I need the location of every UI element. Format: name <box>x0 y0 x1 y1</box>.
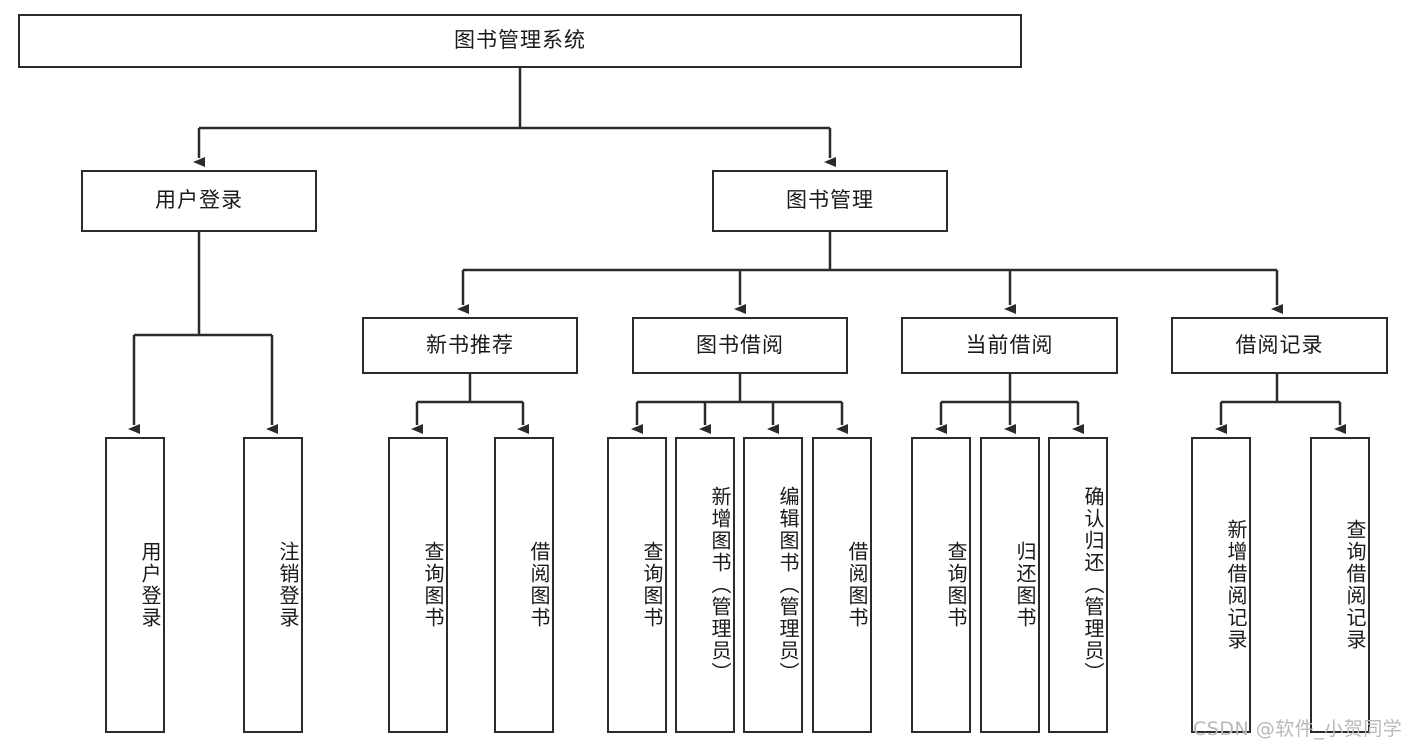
leaf-user-login[interactable]: 用户登录 <box>105 437 165 733</box>
node-label: 借阅图书 <box>845 541 869 629</box>
leaf-edit-book[interactable]: 编辑图书（管理员） <box>743 437 803 733</box>
leaf-add-borrow-record[interactable]: 新增借阅记录 <box>1191 437 1251 733</box>
node-label: 新增借阅记录 <box>1224 519 1248 651</box>
node-current-borrow[interactable]: 当前借阅 <box>901 317 1118 374</box>
node-label: 图书管理 <box>786 188 874 213</box>
leaf-logout[interactable]: 注销登录 <box>243 437 303 733</box>
node-label: 新书推荐 <box>426 332 514 357</box>
node-book-management-system[interactable]: 图书管理系统 <box>18 14 1022 68</box>
node-label: 查询图书 <box>944 541 968 629</box>
leaf-borrow-book-2[interactable]: 借阅图书 <box>812 437 872 733</box>
leaf-confirm-return[interactable]: 确认归还（管理员） <box>1048 437 1108 733</box>
node-label: 注销登录 <box>276 541 300 629</box>
node-label: 借阅记录 <box>1235 332 1324 357</box>
leaf-query-book-1[interactable]: 查询图书 <box>388 437 448 733</box>
leaf-query-book-3[interactable]: 查询图书 <box>911 437 971 733</box>
node-label: 当前借阅 <box>965 332 1054 357</box>
node-label: 用户登录 <box>155 188 243 213</box>
leaf-borrow-book-1[interactable]: 借阅图书 <box>494 437 554 733</box>
leaf-query-book-2[interactable]: 查询图书 <box>607 437 667 733</box>
node-label: 查询图书 <box>421 541 445 629</box>
node-label: 图书管理系统 <box>454 28 586 53</box>
node-book-management[interactable]: 图书管理 <box>712 170 948 232</box>
node-label: 图书借阅 <box>696 332 784 357</box>
node-book-borrow[interactable]: 图书借阅 <box>632 317 848 374</box>
node-label: 借阅图书 <box>527 541 551 629</box>
node-label: 查询图书 <box>640 541 664 629</box>
leaf-add-book[interactable]: 新增图书（管理员） <box>675 437 735 733</box>
node-borrow-record[interactable]: 借阅记录 <box>1171 317 1388 374</box>
node-label: 编辑图书（管理员） <box>776 486 800 684</box>
node-label: 新增图书（管理员） <box>708 486 732 684</box>
node-label: 查询借阅记录 <box>1343 519 1367 651</box>
leaf-query-borrow-record[interactable]: 查询借阅记录 <box>1310 437 1370 733</box>
node-label: 用户登录 <box>138 541 162 629</box>
node-label: 归还图书 <box>1013 541 1037 629</box>
node-label: 确认归还（管理员） <box>1081 486 1105 684</box>
csdn-watermark: CSDN @软件_小贺同学 <box>1193 718 1403 740</box>
node-new-book-recommend[interactable]: 新书推荐 <box>362 317 578 374</box>
leaf-return-book[interactable]: 归还图书 <box>980 437 1040 733</box>
node-user-login[interactable]: 用户登录 <box>81 170 317 232</box>
